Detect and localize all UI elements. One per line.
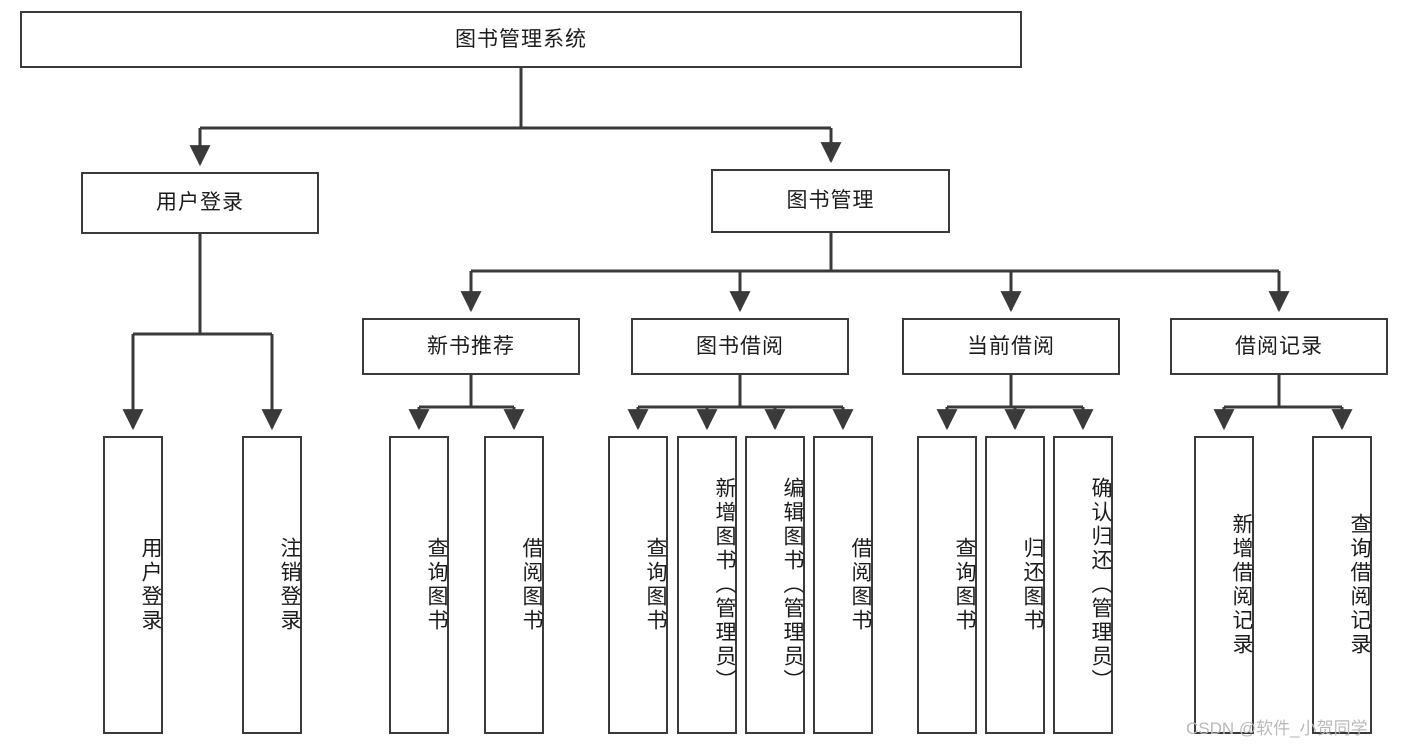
watermark: CSDN @软件_小贺同学 [1186,719,1368,738]
leaf-node-label: 新增图书（管理员） [713,477,736,693]
leaf-node-label: 查询图书 [953,537,976,633]
node-current-borrow-label: 当前借阅 [967,334,1055,358]
node-root-label: 图书管理系统 [455,27,587,51]
leaf-node-label: 编辑图书（管理员） [781,477,804,693]
leaf-node[interactable]: 查询借阅记录 [1312,436,1372,734]
leaf-node-label: 新增借阅记录 [1230,513,1253,657]
leaf-node[interactable]: 用户登录 [103,436,163,734]
node-book-borrow[interactable]: 图书借阅 [631,318,849,375]
leaf-node-label: 借阅图书 [520,537,543,633]
node-borrow-record-label: 借阅记录 [1235,334,1323,358]
node-user-login-label: 用户登录 [156,191,244,215]
node-book-borrow-label: 图书借阅 [696,334,784,358]
node-new-book-recommend[interactable]: 新书推荐 [362,318,580,375]
node-new-book-recommend-label: 新书推荐 [427,334,515,358]
leaf-node[interactable]: 归还图书 [985,436,1045,734]
node-current-borrow[interactable]: 当前借阅 [902,318,1120,375]
leaf-node[interactable]: 新增图书（管理员） [677,436,737,734]
leaf-node-label: 查询借阅记录 [1348,513,1371,657]
leaf-node[interactable]: 编辑图书（管理员） [745,436,805,734]
node-user-login[interactable]: 用户登录 [81,172,319,234]
node-book-management[interactable]: 图书管理 [711,169,950,233]
leaf-node-label: 查询图书 [644,537,667,633]
leaf-node[interactable]: 确认归还（管理员） [1053,436,1113,734]
leaf-node[interactable]: 查询图书 [389,436,449,734]
leaf-node-label: 查询图书 [425,537,448,633]
node-borrow-record[interactable]: 借阅记录 [1170,318,1388,375]
node-root[interactable]: 图书管理系统 [20,11,1022,68]
leaf-node[interactable]: 新增借阅记录 [1194,436,1254,734]
leaf-node[interactable]: 查询图书 [917,436,977,734]
leaf-node[interactable]: 查询图书 [608,436,668,734]
leaf-node[interactable]: 注销登录 [242,436,302,734]
leaf-node-label: 确认归还（管理员） [1089,477,1112,693]
node-book-management-label: 图书管理 [786,189,875,213]
leaf-node[interactable]: 借阅图书 [484,436,544,734]
leaf-node-label: 注销登录 [278,537,301,633]
leaf-node-label: 用户登录 [139,537,162,633]
leaf-node-label: 借阅图书 [849,537,872,633]
leaf-node-label: 归还图书 [1021,537,1044,633]
leaf-node[interactable]: 借阅图书 [813,436,873,734]
